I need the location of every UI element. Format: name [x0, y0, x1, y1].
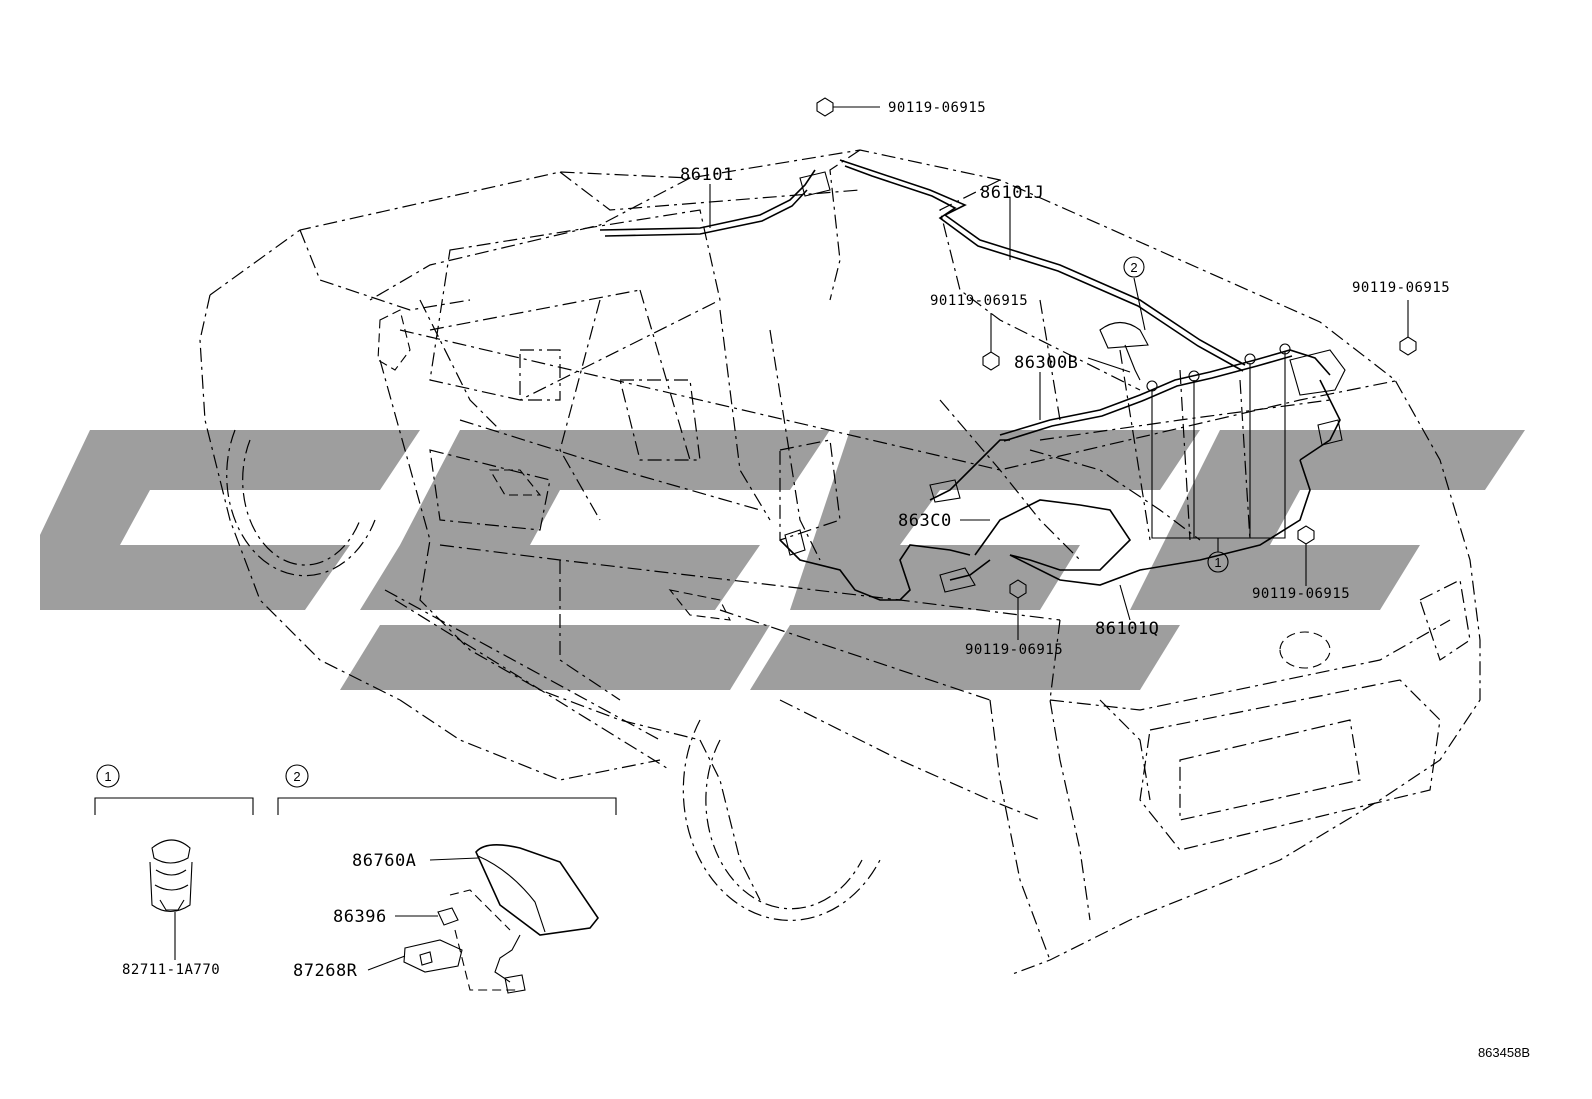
amplifier-icon — [939, 567, 976, 593]
vehicle-components — [784, 171, 1346, 593]
antenna-bracket-icon — [403, 939, 463, 973]
shark-fin-antenna-icon — [475, 844, 599, 983]
inset-group-1: 1 82711-1A770 — [94, 764, 254, 978]
part-label-bolt-top: 90119-06915 — [888, 100, 986, 116]
bolt-icon — [1297, 525, 1315, 586]
part-label-antenna-assembly: 86760A — [352, 851, 416, 871]
part-label-clamp: 82711-1A770 — [122, 962, 220, 978]
callout-circle-2-top: 2 — [1123, 256, 1145, 278]
bolt-icon — [1009, 579, 1027, 640]
part-label-bolt-lower-right: 90119-06915 — [1252, 586, 1350, 602]
watermark-logo — [40, 430, 1525, 690]
bolt-icon — [1399, 300, 1417, 356]
part-label-harness-roof: 86101J — [980, 183, 1044, 203]
diagram-reference-code: 863458B — [1478, 1045, 1530, 1060]
svg-text:1: 1 — [1214, 555, 1221, 570]
part-label-bolt-right: 90119-06915 — [1352, 280, 1450, 296]
part-label-antenna-cord: 86300B — [1014, 353, 1078, 373]
connector-icon — [1289, 349, 1346, 396]
part-label-antenna-bracket: 87268R — [293, 961, 358, 981]
part-label-harness-rear: 86101Q — [1095, 619, 1159, 639]
callout-circle-1-main: 1 — [1207, 551, 1229, 573]
antenna-pad-icon — [437, 907, 459, 926]
part-label-bolt-lower-mid: 90119-06915 — [965, 642, 1063, 658]
svg-text:2: 2 — [1130, 260, 1137, 275]
bolt-icon — [982, 313, 1000, 371]
bolt-icon — [816, 97, 880, 117]
vehicle-body-outline — [199, 149, 1481, 976]
part-label-harness-front: 86101 — [680, 165, 734, 185]
part-label-antenna-pad: 86396 — [333, 907, 387, 927]
inset-group-2: 2 86760A 86396 87268R — [277, 764, 617, 994]
svg-text:1: 1 — [104, 769, 111, 784]
svg-text:2: 2 — [293, 769, 300, 784]
part-label-bolt-mid: 90119-06915 — [930, 293, 1028, 309]
part-labels: 90119-06915 86101 86101J 90119-06915 901… — [680, 100, 1450, 658]
part-label-amplifier: 863C0 — [898, 511, 952, 531]
bolt-icons — [816, 97, 1417, 640]
leader-lines — [709, 184, 1286, 621]
roof-antenna-icon — [1099, 321, 1149, 349]
clamp-icon — [149, 839, 193, 913]
